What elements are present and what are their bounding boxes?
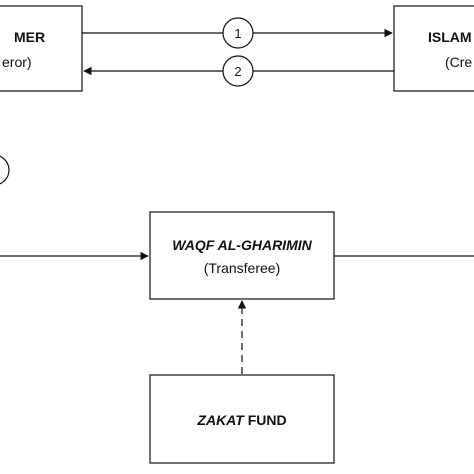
fund-word: FUND (244, 412, 287, 428)
waqf-subtitle: (Transferee) (204, 260, 281, 276)
flow-1-label: 1 (234, 26, 241, 41)
customer-box: MER eror) (0, 5, 83, 92)
zakat-fund-box: ZAKAT FUND (149, 374, 335, 464)
islamic-bank-box: ISLAM (Cre (393, 5, 474, 92)
flow-1-marker: 1 (222, 17, 254, 49)
zakat-fund-title: ZAKAT FUND (196, 412, 286, 428)
customer-subtitle: eror) (2, 54, 32, 70)
flow-2-label: 2 (234, 64, 241, 79)
zakat-word: ZAKAT (196, 412, 245, 428)
flow-2-marker: 2 (222, 55, 254, 87)
islamic-bank-title: ISLAM (428, 29, 472, 45)
waqf-title: WAQF AL-GHARIMIN (172, 237, 312, 253)
islamic-bank-subtitle: (Cre (445, 54, 472, 70)
flow-3-marker-partial (0, 155, 10, 185)
waqf-box: WAQF AL-GHARIMIN (Transferee) (149, 211, 335, 300)
customer-title: MER (14, 29, 45, 45)
